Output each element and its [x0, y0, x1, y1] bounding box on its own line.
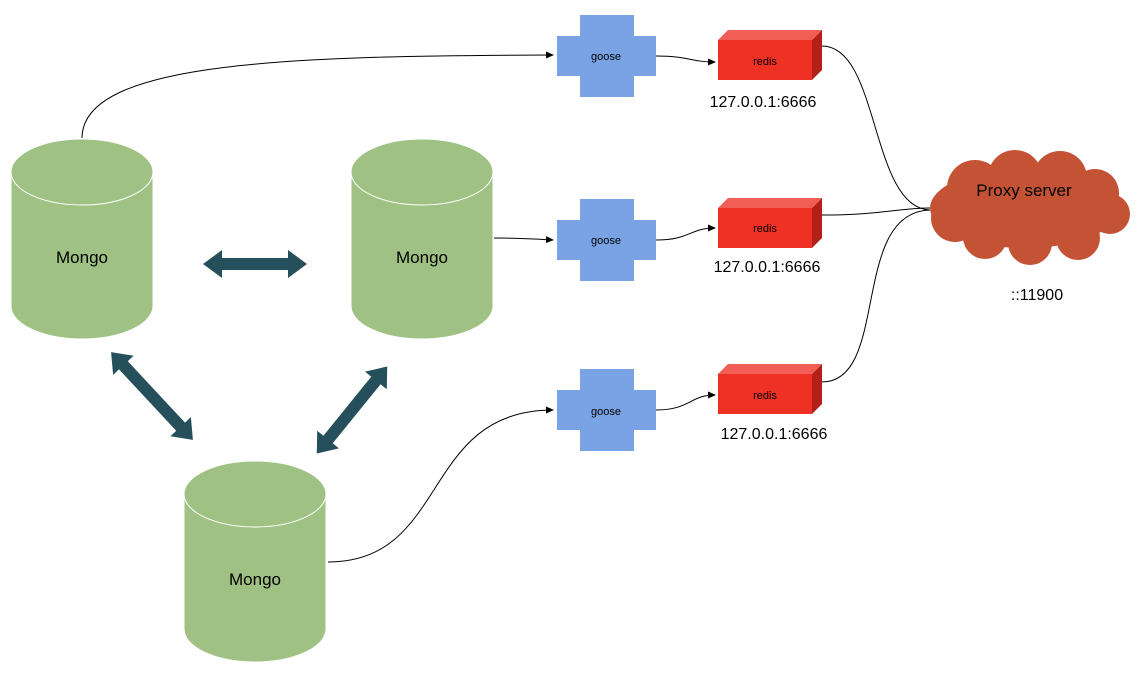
proxy-label: Proxy server [976, 181, 1072, 200]
edge-goose2-redis2 [655, 224, 716, 241]
database-cylinder-icon [183, 460, 327, 663]
mongo-label: Mongo [396, 248, 448, 267]
edge-redis2-proxy [821, 207, 931, 216]
mongo-node-1[interactable]: Mongo [10, 138, 154, 340]
goose-cross-icon [557, 199, 656, 281]
cloud-icon [930, 150, 1130, 265]
edge-goose3-redis3 [655, 391, 716, 411]
goose-label: goose [591, 51, 621, 63]
redis-node-3[interactable]: redis [718, 364, 822, 414]
edge-goose1-redis1 [655, 55, 716, 66]
goose-node-2[interactable]: goose [557, 199, 656, 281]
proxy-port: ::11900 [1011, 287, 1063, 304]
goose-cross-icon [557, 369, 656, 451]
redis-box-icon [718, 374, 812, 414]
edge-redis1-proxy [821, 45, 931, 211]
redis-label: redis [753, 223, 777, 235]
edge-redis3-proxy [821, 209, 931, 383]
redis-box-top [718, 198, 822, 208]
redis-node-1[interactable]: redis [718, 30, 822, 80]
redis-box-side [812, 30, 822, 80]
mongo-node-3[interactable]: Mongo [183, 460, 327, 663]
replication-arrows [111, 250, 388, 454]
mongo-label: Mongo [56, 248, 108, 267]
redis-address: 127.0.0.1:6666 [710, 94, 817, 111]
redis-box-side [812, 364, 822, 414]
connectors [81, 45, 931, 563]
redis-label: redis [753, 390, 777, 402]
edge-mongo3-goose3 [327, 406, 554, 563]
double-arrow-mongo2-mongo3 [316, 366, 388, 454]
redis-label: redis [753, 56, 777, 68]
goose-cross-icon [557, 15, 656, 97]
redis-box-icon [718, 208, 812, 248]
double-arrow-mongo1-mongo2 [203, 250, 307, 278]
redis-box-icon [718, 40, 812, 80]
goose-label: goose [591, 235, 621, 247]
mongo-node-2[interactable]: Mongo [350, 138, 494, 340]
proxy-server-node[interactable]: Proxy server [930, 150, 1130, 265]
redis-box-top [718, 30, 822, 40]
redis-address: 127.0.0.1:6666 [721, 426, 828, 443]
edge-mongo1-goose1 [81, 51, 554, 139]
redis-box-side [812, 198, 822, 248]
goose-node-1[interactable]: goose [557, 15, 656, 97]
goose-node-3[interactable]: goose [557, 369, 656, 451]
mongo-label: Mongo [229, 570, 281, 589]
double-arrow-mongo1-mongo3 [111, 352, 193, 440]
edge-mongo2-goose2 [493, 236, 554, 244]
goose-label: goose [591, 406, 621, 418]
redis-node-2[interactable]: redis [718, 198, 822, 248]
database-cylinder-icon [10, 138, 154, 340]
redis-address: 127.0.0.1:6666 [714, 259, 821, 276]
redis-box-top [718, 364, 822, 374]
database-cylinder-icon [350, 138, 494, 340]
